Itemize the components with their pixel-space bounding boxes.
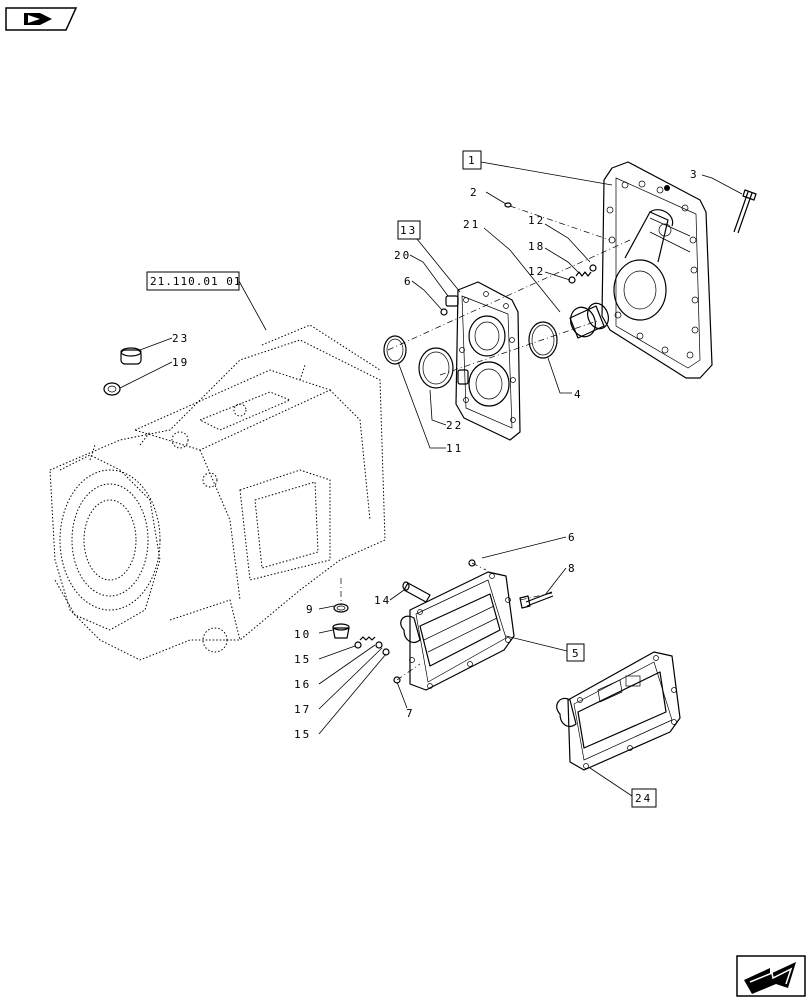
svg-text:13: 13 <box>400 224 417 237</box>
pin-2 <box>504 202 512 208</box>
callout-4[interactable]: 4 <box>574 388 583 401</box>
dowel-14 <box>402 581 431 603</box>
callout-6-top[interactable]: 6 <box>404 275 413 288</box>
snap-ring-11 <box>383 335 407 365</box>
transmission-housing <box>49 324 386 661</box>
bolt-8 <box>519 591 554 609</box>
callout-8[interactable]: 8 <box>568 562 577 575</box>
callout-15-lower[interactable]: 15 <box>294 728 311 741</box>
spring-18 <box>575 271 592 277</box>
plug-23 <box>120 347 142 365</box>
center-lines <box>340 205 631 681</box>
callout-13[interactable]: 13 <box>397 220 421 240</box>
callout-6-bottom[interactable]: 6 <box>568 531 577 544</box>
callout-21[interactable]: 21 <box>463 218 480 231</box>
next-page-arrow-icon[interactable] <box>736 955 806 997</box>
callout-1[interactable]: 1 <box>462 150 482 170</box>
leader-lines <box>119 161 743 797</box>
callout-7[interactable]: 7 <box>406 707 415 720</box>
callout-18[interactable]: 18 <box>528 240 545 253</box>
side-cover-24 <box>556 651 681 771</box>
callout-20[interactable]: 20 <box>394 249 411 262</box>
svg-text:21.110.01 01: 21.110.01 01 <box>150 275 241 288</box>
screw-6-bottom <box>468 559 476 567</box>
snap-ring-22 <box>418 347 454 389</box>
callout-11[interactable]: 11 <box>446 442 463 455</box>
ball-15 <box>354 641 390 656</box>
bolt-3 <box>733 189 757 234</box>
callout-23[interactable]: 23 <box>172 332 189 345</box>
plug-19 <box>103 382 121 396</box>
seal-9 <box>333 603 349 613</box>
bushing <box>569 302 609 339</box>
svg-text:5: 5 <box>572 647 581 660</box>
callout-17[interactable]: 17 <box>294 703 311 716</box>
svg-text:1: 1 <box>468 154 477 167</box>
callout-9[interactable]: 9 <box>306 603 315 616</box>
rear-cover-plate <box>601 161 713 379</box>
callout-ref-21-110-01-01[interactable]: 21.110.01 01 <box>146 271 241 291</box>
callout-16[interactable]: 16 <box>294 678 311 691</box>
side-cover-5 <box>400 571 515 691</box>
screw-6-top <box>440 308 448 316</box>
callout-12-lower[interactable]: 12 <box>528 265 545 278</box>
ring-17 <box>375 641 383 649</box>
plug-10 <box>332 623 350 639</box>
callout-10[interactable]: 10 <box>294 628 311 641</box>
callout-2[interactable]: 2 <box>470 186 479 199</box>
callout-12-top[interactable]: 12 <box>528 214 545 227</box>
svg-text:24: 24 <box>635 792 652 805</box>
callout-22[interactable]: 22 <box>446 419 463 432</box>
callout-3[interactable]: 3 <box>690 168 699 181</box>
spring-16 <box>359 636 376 641</box>
intermediate-plate <box>455 281 521 441</box>
fitting-20 <box>445 295 459 307</box>
snap-ring-4 <box>528 321 558 359</box>
book-icon[interactable] <box>5 7 78 31</box>
ball-12 <box>568 264 597 284</box>
callout-24[interactable]: 24 <box>631 788 657 808</box>
callout-19[interactable]: 19 <box>172 356 189 369</box>
callout-15-upper[interactable]: 15 <box>294 653 311 666</box>
callout-5[interactable]: 5 <box>566 643 585 662</box>
callout-14[interactable]: 14 <box>374 594 391 607</box>
